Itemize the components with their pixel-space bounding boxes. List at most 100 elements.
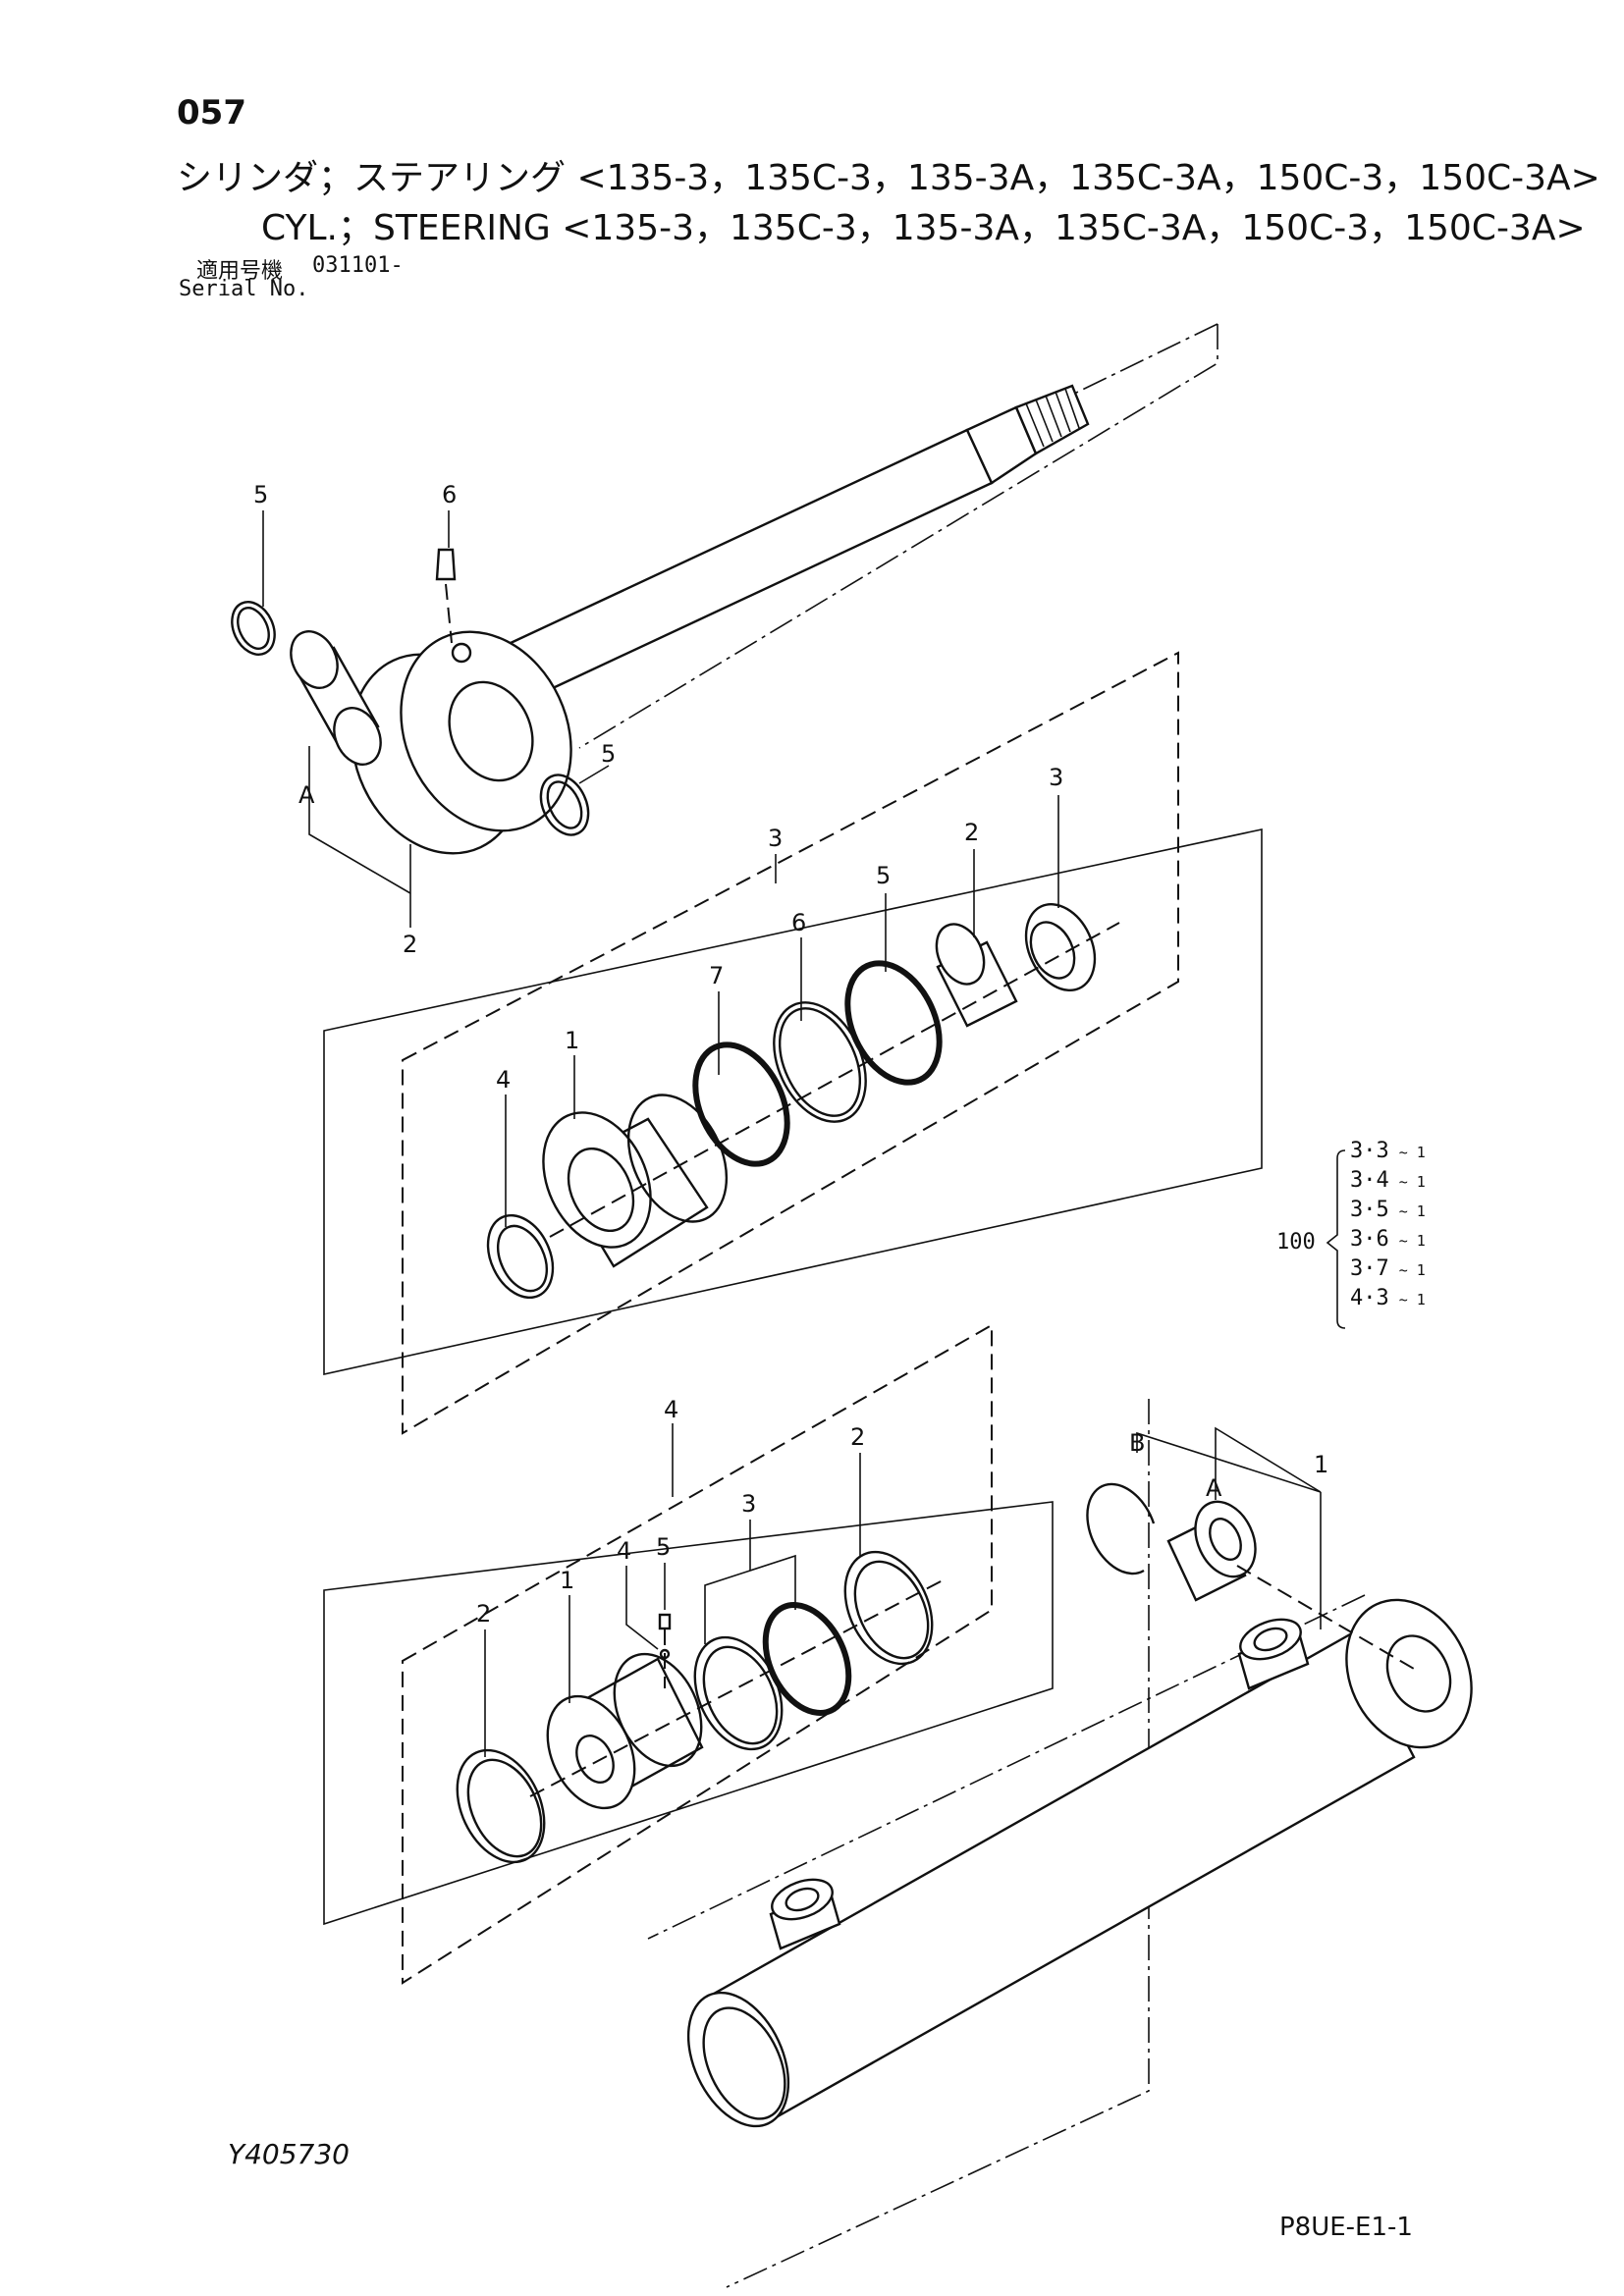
gland-kit-frame <box>323 828 1263 1375</box>
leader-seal-right <box>578 765 610 784</box>
kit-item: 4·3 <box>1350 1286 1389 1310</box>
rod-thread-lines <box>1025 388 1080 448</box>
callout-bushing: 2 <box>964 819 979 846</box>
callout-seal-set: 3 <box>741 1490 756 1518</box>
kit-qty: ~ 1 <box>1398 1173 1426 1191</box>
callout-wear-ring-left: 2 <box>476 1600 491 1628</box>
steel-ball <box>658 1613 672 1630</box>
callout-wiper: 3 <box>1049 764 1063 791</box>
piston-oring <box>762 1602 852 1716</box>
piston-kit-frame <box>323 1501 1054 1926</box>
wiper-ring-inner <box>1029 921 1076 980</box>
callout-pin-bushing: A <box>1206 1474 1222 1502</box>
drawing-code: Y405730 <box>228 2138 350 2170</box>
callout-snap-ring: B <box>1129 1429 1145 1457</box>
tube-assembly: B A 1 <box>647 1399 1473 2288</box>
leader-set-screw <box>625 1566 659 1650</box>
seal-6-inner <box>778 1007 862 1117</box>
kit-qty: ~ 1 <box>1398 1144 1426 1161</box>
callout-group-a: A <box>298 781 315 809</box>
wear-ring-left-inner <box>466 1758 543 1858</box>
kit-qty: ~ 1 <box>1398 1202 1426 1220</box>
tube-port-lower-bore <box>785 1887 820 1912</box>
gland-bushing-end <box>935 923 986 986</box>
pin-bushing-bore <box>1209 1518 1242 1561</box>
rod-assembly: 5 6 5 A 2 <box>231 323 1218 958</box>
gland-kit-axis <box>549 922 1120 1238</box>
piston-seal-ring-inner <box>702 1645 779 1745</box>
callout-seal: 6 <box>791 909 806 936</box>
rod-bushing-left <box>290 630 339 689</box>
snap-ring <box>1086 1482 1156 1575</box>
rod-boundary-line <box>578 324 1218 749</box>
gland-kit-dashed-frame <box>402 651 1179 1435</box>
callout-oring: 7 <box>709 962 724 989</box>
piston-kit: 4 2 1 4 5 3 2 <box>323 1323 1054 1985</box>
kit-row: 3·6 ~ 1 <box>1350 1227 1426 1252</box>
piston-bore <box>575 1735 615 1784</box>
leader-pin-bushing <box>1215 1426 1322 1500</box>
tube-bore <box>702 2006 786 2120</box>
kit-row: 4·3 ~ 1 <box>1350 1286 1426 1310</box>
cylinder-tube <box>705 1632 1416 2122</box>
callout-rod-seal-left: 5 <box>253 481 268 508</box>
piston-kit-dashed-frame <box>402 1323 993 1985</box>
piston-kit-axis <box>529 1579 944 1797</box>
grease-hole <box>451 642 472 664</box>
tube-boundary-right <box>726 1399 1150 2288</box>
kit-qty: ~ 1 <box>1398 1232 1426 1250</box>
grease-fitting-axis <box>445 583 453 644</box>
callout-rod-head: 2 <box>403 931 417 958</box>
wear-ring-right-inner <box>853 1560 930 1660</box>
callout-set-screw: 4 <box>617 1537 631 1565</box>
callout-gland-kit: 3 <box>768 825 783 852</box>
wear-ring-left <box>456 1748 546 1864</box>
kit-table-brace <box>1326 1149 1346 1329</box>
callout-rod-seal-right: 5 <box>601 740 616 768</box>
callout-wear-ring-right: 2 <box>850 1423 865 1451</box>
kit-qty: ~ 1 <box>1398 1291 1426 1308</box>
callout-gland: 1 <box>565 1027 579 1054</box>
piston-groove <box>613 1652 703 1768</box>
leader-snap-ring <box>1136 1431 1322 1493</box>
kit-row: 3·5 ~ 1 <box>1350 1198 1426 1222</box>
kit-item: 3·4 <box>1350 1168 1389 1193</box>
page-number: 057 <box>177 93 246 133</box>
dust-seal-left <box>231 601 276 656</box>
rod-eye-bore <box>448 680 534 782</box>
kit-row: 3·3 ~ 1 <box>1350 1139 1426 1163</box>
piston-rod <box>509 428 994 697</box>
rod-bushing-right <box>333 707 382 766</box>
kit-row: 3·7 ~ 1 <box>1350 1256 1426 1281</box>
serial-label-japanese: 適用号機 <box>196 259 284 284</box>
packing-5 <box>844 960 943 1086</box>
callout-piston-kit: 4 <box>664 1396 678 1423</box>
gland-kit: 3 4 1 7 6 5 2 3 <box>323 651 1263 1435</box>
page-code: P8UE-E1-1 <box>1279 2213 1413 2242</box>
page-title-english: CYL.；STEERING <135-3，135C-3，135-3A，135C-… <box>261 208 1586 248</box>
oring-7 <box>692 1041 790 1167</box>
gland-bore <box>567 1147 635 1233</box>
backup-ring-inner <box>496 1224 549 1293</box>
callout-tube-assy: 1 <box>1314 1451 1328 1478</box>
wiper-ring <box>1024 902 1097 992</box>
serial-number-value: 031101- <box>312 253 404 278</box>
tube-port-upper-bore <box>1253 1627 1288 1652</box>
kit-qty: ~ 1 <box>1398 1261 1426 1279</box>
dust-seal-right-inner <box>546 780 583 829</box>
callout-backup-ring: 4 <box>496 1066 511 1094</box>
backup-ring <box>486 1213 555 1300</box>
dust-seal-right <box>539 774 590 836</box>
kit-item: 3·7 <box>1350 1256 1389 1281</box>
kit-item: 3·6 <box>1350 1227 1389 1252</box>
page-title-japanese: シリンダ；ステアリング <135-3，135C-3，135-3A，135C-3A… <box>177 158 1600 198</box>
serial-label-english: Serial No. <box>179 277 309 301</box>
kit-number: 100 <box>1276 1230 1316 1255</box>
pin-axis <box>1236 1565 1415 1670</box>
kit-item: 3·5 <box>1350 1198 1389 1222</box>
callout-packing: 5 <box>876 862 891 889</box>
callout-piston: 1 <box>560 1567 574 1594</box>
kit-item: 3·3 <box>1350 1139 1389 1163</box>
grease-fitting <box>435 548 457 581</box>
